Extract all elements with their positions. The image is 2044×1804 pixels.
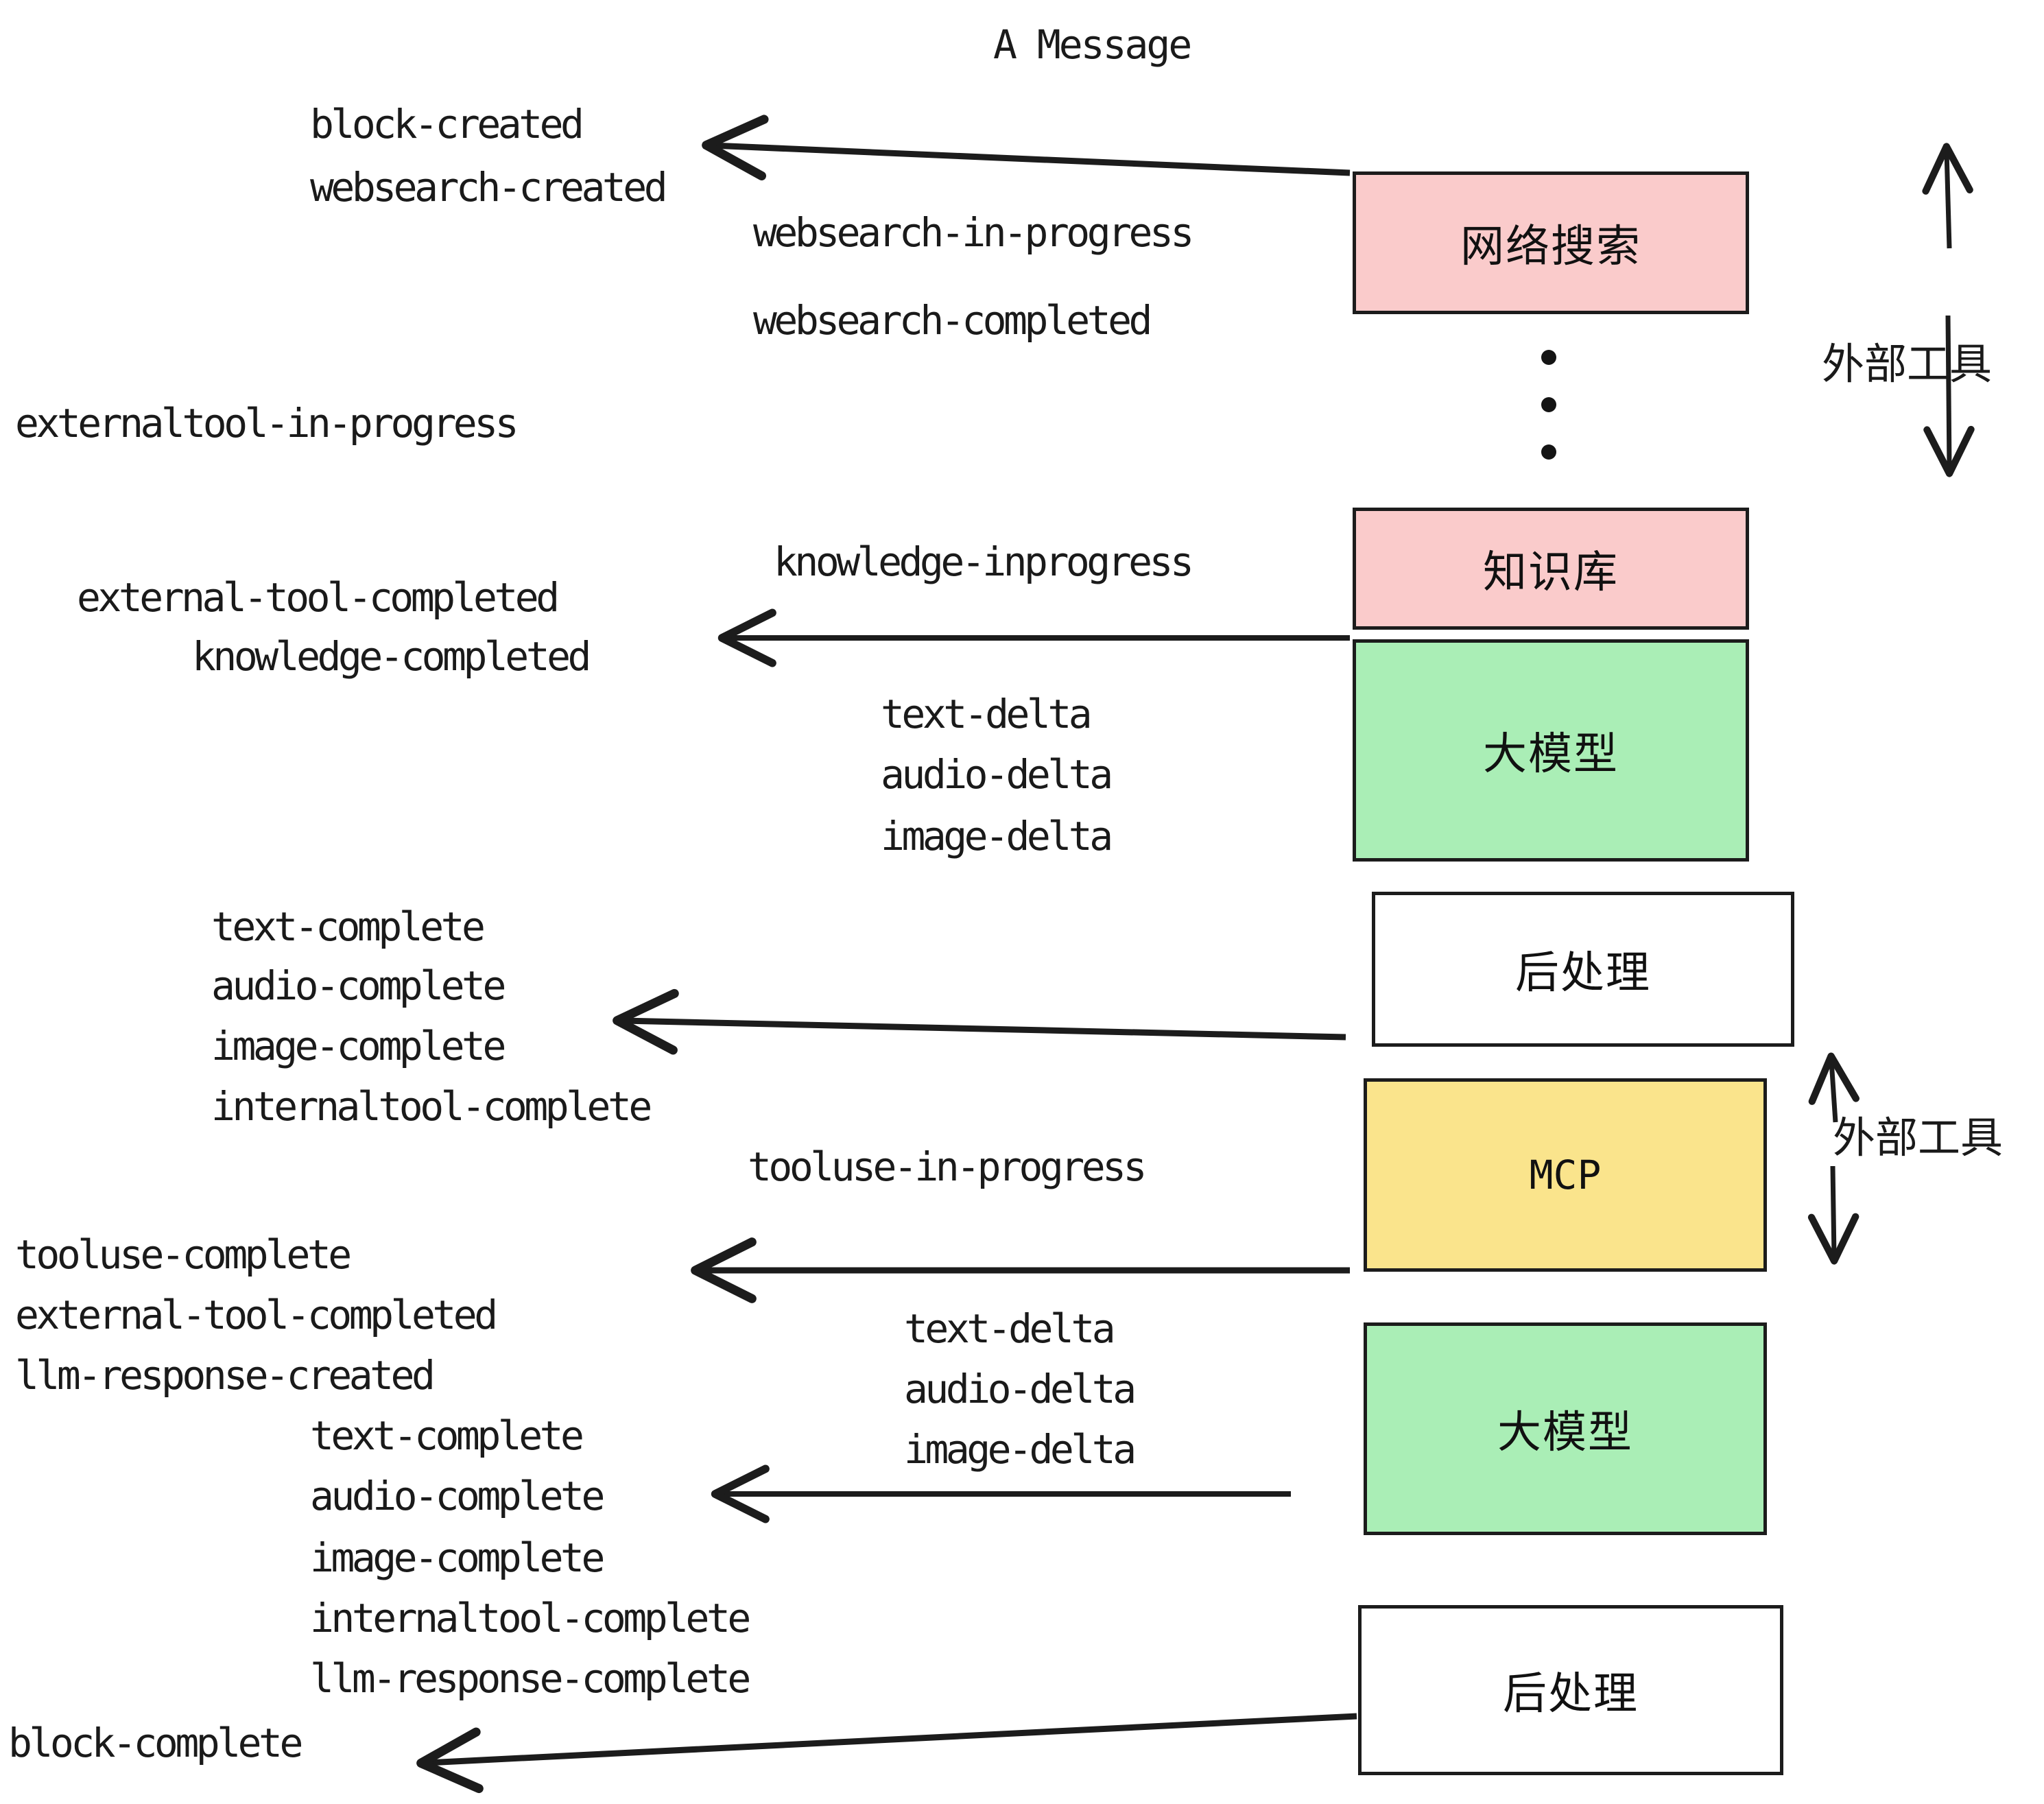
event-label-block-created: block-created: [310, 101, 584, 147]
event-label-audio-delta-1: audio-delta: [881, 751, 1113, 798]
event-label-block-complete: block-complete: [8, 1720, 303, 1766]
event-label-audio-complete-1: audio-complete: [211, 962, 506, 1009]
event-label-text-delta-2: text-delta: [904, 1305, 1116, 1352]
event-label-tooluse-in-progress: tooluse-in-progress: [748, 1143, 1147, 1190]
event-label-text-complete-2: text-complete: [310, 1412, 584, 1459]
ellipsis-dot: [1541, 444, 1556, 460]
event-label-external-tool-completed-1: external-tool-completed: [77, 574, 560, 621]
diagram-title: A Message: [993, 21, 1192, 68]
node-postprocess-2-label: 后处理: [1503, 1669, 1639, 1720]
arrow-external-tool-top-up: [1922, 143, 1973, 249]
event-label-internaltool-complete-2: internaltool-complete: [310, 1595, 751, 1641]
event-label-knowledge-completed: knowledge-completed: [192, 633, 591, 680]
node-llm-2[interactable]: 大模型: [1364, 1322, 1767, 1535]
event-label-external-tool-completed-2: external-tool-completed: [15, 1292, 498, 1338]
node-postprocess-1-label: 后处理: [1515, 948, 1651, 999]
node-llm-1-label: 大模型: [1483, 729, 1619, 780]
side-label-external-tool-bottom: 外部工具: [1833, 1113, 2004, 1163]
node-websearch-label: 网络搜索: [1460, 222, 1641, 272]
event-label-image-delta-1: image-delta: [881, 813, 1113, 859]
node-llm-2-label: 大模型: [1497, 1408, 1633, 1458]
event-label-websearch-in-progress: websearch-in-progress: [753, 209, 1194, 256]
node-mcp-label: MCP: [1529, 1152, 1602, 1198]
ellipsis-dot: [1541, 350, 1556, 365]
event-label-llm-response-created: llm-response-created: [15, 1352, 436, 1399]
event-label-text-complete-1: text-complete: [211, 903, 486, 950]
node-llm-1[interactable]: 大模型: [1353, 639, 1749, 862]
event-label-websearch-completed: websearch-completed: [753, 297, 1152, 344]
event-label-llm-response-complete: llm-response-complete: [310, 1655, 751, 1702]
event-label-tooluse-complete: tooluse-complete: [15, 1231, 352, 1278]
event-label-websearch-created: websearch-created: [310, 164, 668, 211]
arrow-websearch-to-block-created: [702, 115, 1351, 181]
arrow-postprocess-to-image-complete: [613, 988, 1346, 1055]
node-postprocess-1[interactable]: 后处理: [1372, 892, 1794, 1047]
event-label-audio-complete-2: audio-complete: [310, 1473, 605, 1519]
node-knowledge-label: 知识库: [1483, 547, 1619, 598]
event-label-internaltool-complete-1: internaltool-complete: [211, 1083, 652, 1130]
event-label-externaltool-in-progress: externaltool-in-progress: [15, 400, 519, 447]
ellipsis-dot: [1541, 397, 1556, 412]
node-websearch[interactable]: 网络搜索: [1353, 171, 1749, 314]
event-label-knowledge-inprogress: knowledge-inprogress: [774, 538, 1194, 585]
event-label-image-delta-2: image-delta: [904, 1426, 1137, 1473]
event-label-text-delta-1: text-delta: [881, 691, 1093, 737]
event-label-audio-delta-2: audio-delta: [904, 1366, 1137, 1412]
node-postprocess-2[interactable]: 后处理: [1358, 1605, 1783, 1775]
node-mcp[interactable]: MCP: [1364, 1078, 1767, 1272]
arrow-postprocess2-to-block-complete: [416, 1713, 1357, 1794]
node-knowledge[interactable]: 知识库: [1353, 508, 1749, 630]
event-label-image-complete-1: image-complete: [211, 1023, 506, 1069]
event-label-image-complete-2: image-complete: [310, 1534, 605, 1581]
arrow-external-tool-bottom-down: [1807, 1165, 1859, 1265]
side-label-external-tool-top: 外部工具: [1822, 339, 1993, 389]
vertical-ellipsis-icon: [1541, 350, 1557, 460]
